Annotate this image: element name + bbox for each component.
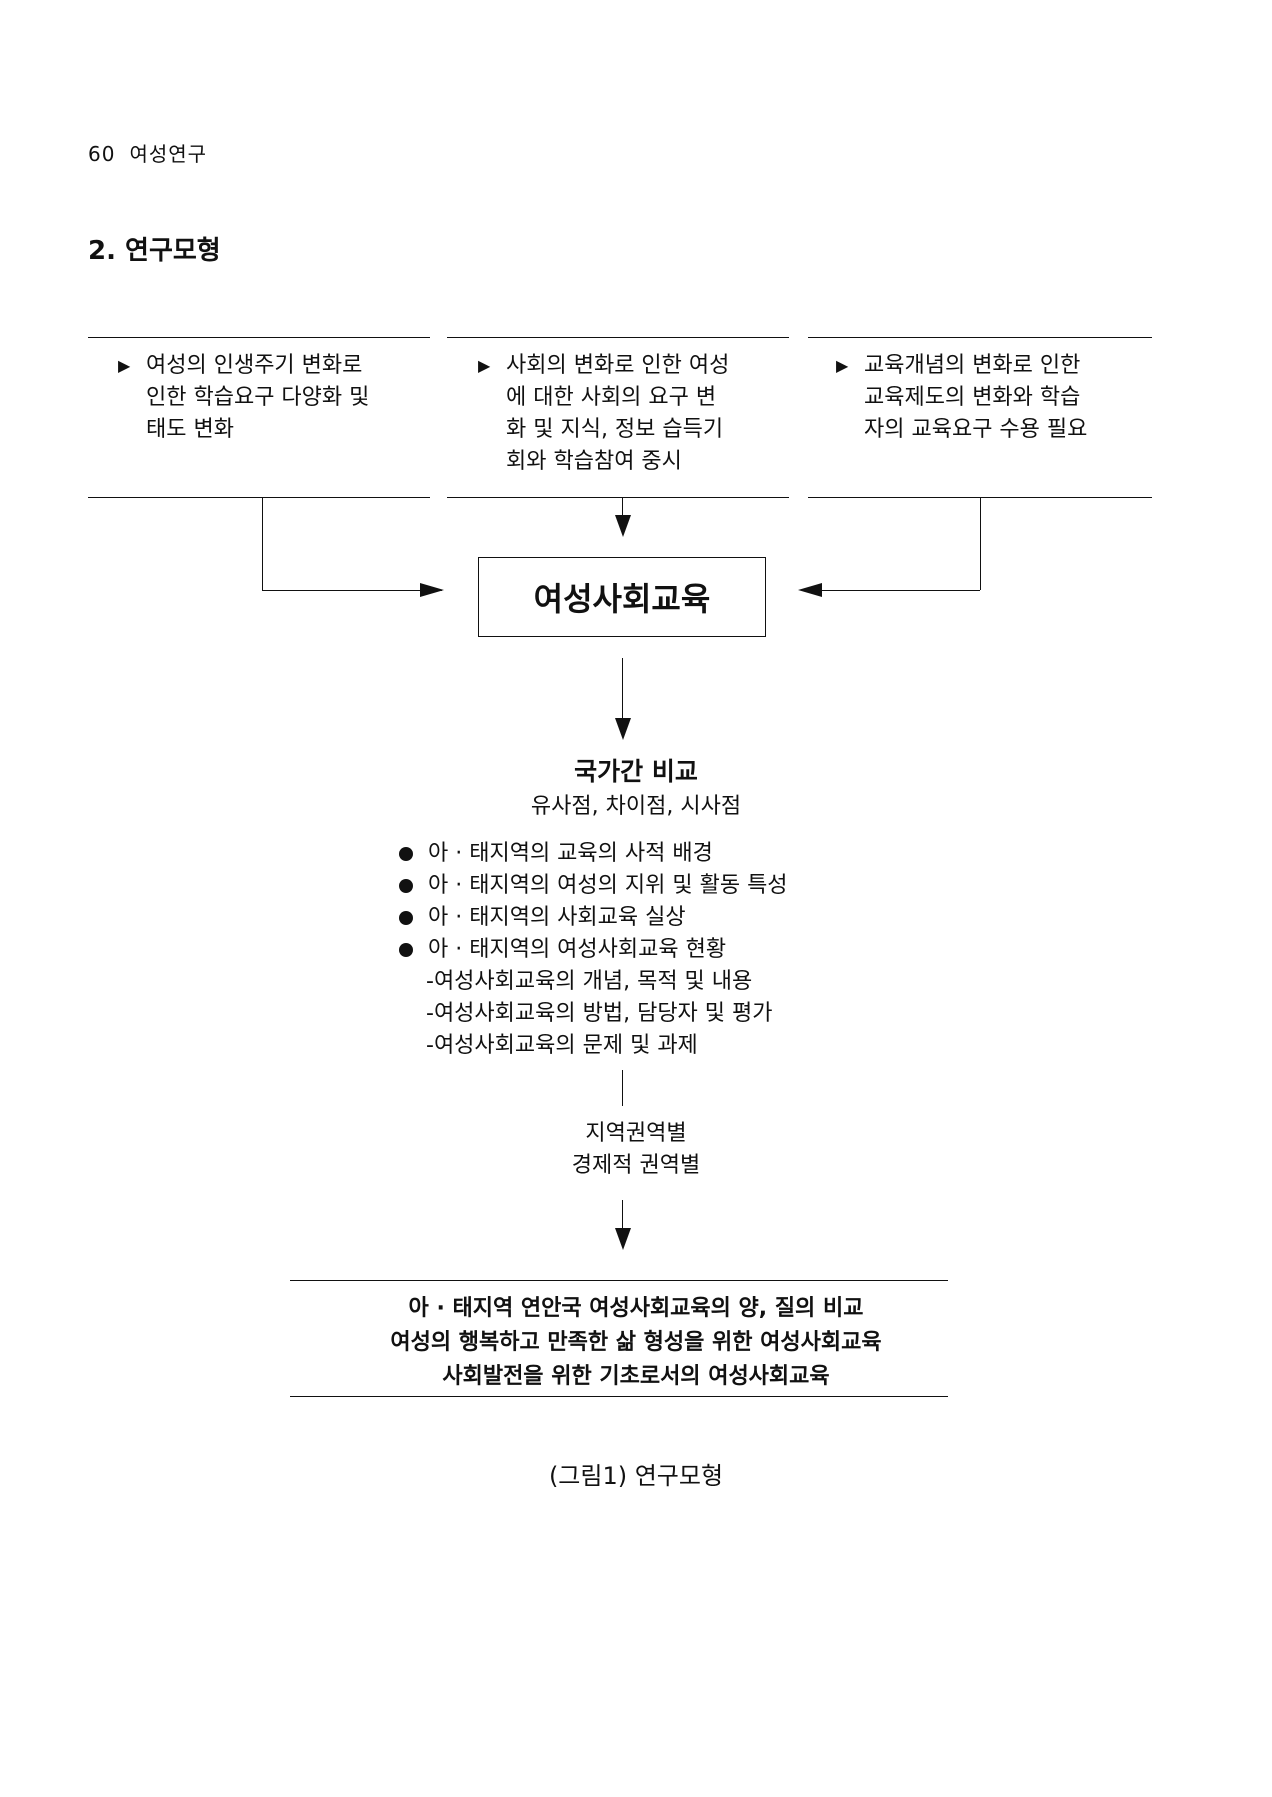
triangle-bullet-icon: ▶ xyxy=(836,356,849,375)
section-title: 2. 연구모형 xyxy=(88,236,221,266)
right-connector-vertical xyxy=(980,497,981,590)
bullet-dot-icon xyxy=(399,847,413,861)
center-box-title: 여성사회교육 xyxy=(533,580,711,618)
region-label: 지역권역별 xyxy=(585,1121,687,1146)
triangle-bullet-icon: ▶ xyxy=(118,356,131,375)
region-labels: 지역권역별 경제적 권역별 xyxy=(0,1118,1272,1182)
bullet-dot-icon xyxy=(399,879,413,893)
connector-to-comparison xyxy=(622,658,623,720)
conclusion-bottom-rule xyxy=(290,1396,948,1397)
page-number: 60 xyxy=(88,142,116,166)
left-connector-vertical xyxy=(262,497,263,590)
figure-caption: (그림1) 연구모형 xyxy=(548,1462,724,1490)
conclusion-line: 여성의 행복하고 만족한 삶 형성을 위한 여성사회교육 xyxy=(390,1330,882,1355)
box1-top-rule xyxy=(88,337,430,338)
right-connector-horizontal xyxy=(812,590,980,591)
triangle-bullet-icon: ▶ xyxy=(478,356,491,375)
arrow-left-icon xyxy=(798,583,822,597)
conclusion-box: 아 · 태지역 연안국 여성사회교육의 양, 질의 비교 여성의 행복하고 만족… xyxy=(0,1292,1272,1394)
conclusion-line: 아 · 태지역 연안국 여성사회교육의 양, 질의 비교 xyxy=(408,1296,864,1321)
arrow-right-icon xyxy=(420,583,444,597)
bullet-dot-icon xyxy=(399,943,413,957)
comparison-title: 국가간 비교 xyxy=(574,757,698,786)
box1-bottom-rule xyxy=(88,497,430,498)
running-header: 60 여성연구 xyxy=(88,138,207,167)
connector-to-conclusion xyxy=(622,1200,623,1230)
conclusion-line: 사회발전을 위한 기초로서의 여성사회교육 xyxy=(442,1364,830,1389)
left-connector-horizontal xyxy=(262,590,442,591)
box2-bottom-rule xyxy=(447,497,789,498)
middle-connector xyxy=(622,497,623,517)
bullet-dot-icon xyxy=(399,911,413,925)
comparison-subtitle: 유사점, 차이점, 시사점 xyxy=(530,794,742,819)
connector-to-regions xyxy=(622,1070,623,1106)
arrow-down-icon xyxy=(615,1228,631,1250)
box3-top-rule xyxy=(808,337,1152,338)
center-box: 여성사회교육 xyxy=(478,557,766,637)
arrow-down-icon xyxy=(615,718,631,740)
box2-top-rule xyxy=(447,337,789,338)
arrow-down-icon xyxy=(615,515,631,537)
journal-name: 여성연구 xyxy=(129,142,208,166)
conclusion-top-rule xyxy=(290,1280,948,1281)
region-label: 경제적 권역별 xyxy=(571,1153,701,1178)
